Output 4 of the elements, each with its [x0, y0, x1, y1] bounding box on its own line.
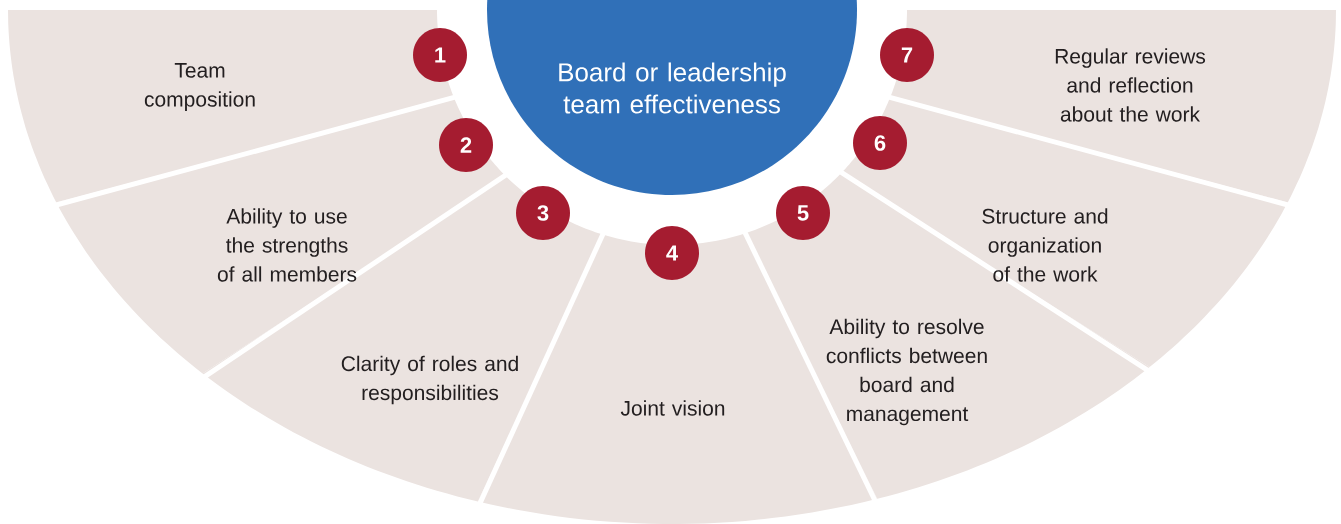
sector-label: Joint vision — [620, 400, 725, 416]
number-badge: 4 — [645, 226, 699, 280]
number-badge: 1 — [413, 28, 467, 82]
number-badge: 7 — [880, 28, 934, 82]
